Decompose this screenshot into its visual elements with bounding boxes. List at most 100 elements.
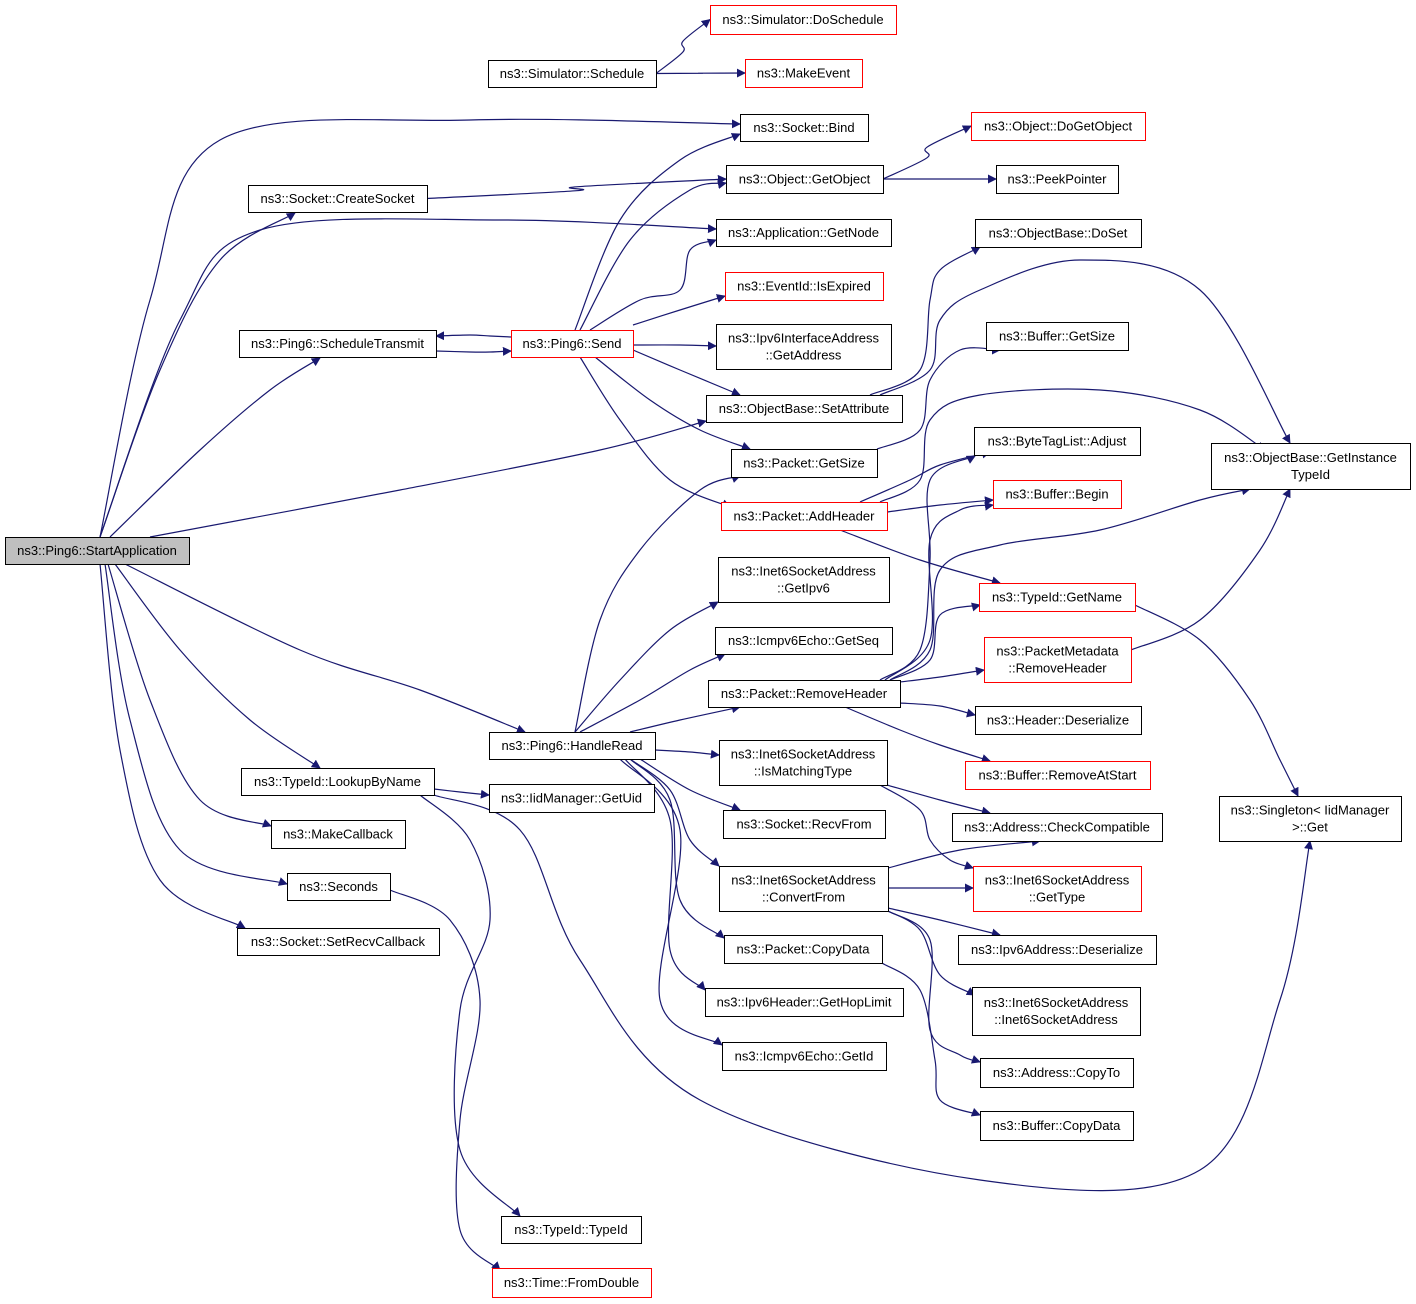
- node-inet6-gettype[interactable]: ns3::Inet6SocketAddress::GetType: [973, 866, 1142, 912]
- node-label: ns3::Ping6::HandleRead: [502, 738, 643, 753]
- node-icmpv6echo-getid[interactable]: ns3::Icmpv6Echo::GetId: [722, 1042, 887, 1071]
- node-box: [973, 866, 1142, 912]
- node-typeid-lookupbyname[interactable]: ns3::TypeId::LookupByName: [241, 768, 435, 796]
- edge-ping6-handleread-to-icmpv6echo-getseq: [579, 653, 726, 733]
- node-label: ns3::Socket::RecvFrom: [736, 817, 871, 832]
- node-label: ns3::Inet6SocketAddress: [731, 564, 876, 579]
- node-make-event[interactable]: ns3::MakeEvent: [745, 59, 863, 88]
- edge-typeid-lookupbyname-to-singleton-get: [433, 794, 1313, 1192]
- node-label: ns3::Ping6::StartApplication: [17, 543, 177, 558]
- node-label: ns3::Ping6::ScheduleTransmit: [251, 336, 424, 351]
- node-packetmetadata-removeheader[interactable]: ns3::PacketMetadata::RemoveHeader: [984, 637, 1132, 683]
- node-layer: ns3::Ping6::StartApplication ns3::Simulat…: [5, 5, 1411, 1298]
- node-label: ns3::Simulator::Schedule: [500, 66, 645, 81]
- node-box: [725, 272, 884, 301]
- node-box: [287, 873, 391, 901]
- edge-ping6-scheduletransmit-to-ping6-send: [435, 346, 512, 356]
- edge-ping6-handleread-to-ipv6header-gethoplimit: [624, 758, 706, 991]
- node-label: ns3::Packet::AddHeader: [734, 509, 876, 524]
- node-box: [489, 732, 656, 760]
- node-ipv6header-gethoplimit[interactable]: ns3::Ipv6Header::GetHopLimit: [705, 988, 904, 1017]
- node-ping6-send[interactable]: ns3::Ping6::Send: [511, 330, 634, 358]
- node-box: [492, 1268, 652, 1298]
- node-peek-pointer[interactable]: ns3::PeekPointer: [996, 165, 1119, 194]
- node-label: ns3::Singleton< IidManager: [1231, 803, 1390, 818]
- node-time-fromdouble[interactable]: ns3::Time::FromDouble: [492, 1268, 652, 1298]
- node-label: ns3::Inet6SocketAddress: [984, 995, 1129, 1010]
- node-address-copyto[interactable]: ns3::Address::CopyTo: [980, 1058, 1134, 1088]
- node-sim-doschedule[interactable]: ns3::Simulator::DoSchedule: [710, 5, 897, 35]
- node-seconds[interactable]: ns3::Seconds: [287, 873, 391, 901]
- node-socket-recvfrom[interactable]: ns3::Socket::RecvFrom: [723, 810, 886, 839]
- node-label: ns3::Packet::RemoveHeader: [721, 686, 888, 701]
- node-label: ::Inet6SocketAddress: [994, 1012, 1118, 1027]
- node-object-dogetobject[interactable]: ns3::Object::DoGetObject: [971, 112, 1146, 141]
- node-label: ::GetAddress: [766, 348, 842, 363]
- edge-packet-removeheader-to-buffer-removeatstart: [844, 706, 991, 763]
- node-inet6-convertfrom[interactable]: ns3::Inet6SocketAddress::ConvertFrom: [719, 866, 889, 912]
- node-object-getobject[interactable]: ns3::Object::GetObject: [726, 165, 884, 194]
- node-socket-setrecvcallback[interactable]: ns3::Socket::SetRecvCallback: [237, 928, 440, 956]
- node-inet6-getipv6[interactable]: ns3::Inet6SocketAddress::GetIpv6: [718, 557, 890, 603]
- node-label: >::Get: [1292, 820, 1328, 835]
- node-bytetaglist-adjust[interactable]: ns3::ByteTagList::Adjust: [974, 427, 1141, 456]
- node-typeid-typeid[interactable]: ns3::TypeId::TypeId: [501, 1216, 642, 1244]
- node-icmpv6echo-getseq[interactable]: ns3::Icmpv6Echo::GetSeq: [715, 627, 893, 655]
- node-address-checkcompatible[interactable]: ns3::Address::CheckCompatible: [952, 813, 1163, 842]
- node-label: ns3::TypeId::LookupByName: [254, 774, 421, 789]
- node-socket-bind[interactable]: ns3::Socket::Bind: [740, 114, 869, 142]
- node-eventid-isexpired[interactable]: ns3::EventId::IsExpired: [725, 272, 884, 301]
- node-box: [5, 537, 190, 565]
- edge-objectbase-setattribute-to-objectbase-doset: [869, 246, 981, 396]
- node-packet-getsize[interactable]: ns3::Packet::GetSize: [731, 449, 878, 478]
- node-label: ns3::TypeId::TypeId: [514, 1222, 627, 1237]
- node-ipv6ifaddr-getaddress[interactable]: ns3::Ipv6InterfaceAddress::GetAddress: [716, 324, 892, 370]
- node-label: ns3::Address::CopyTo: [993, 1065, 1120, 1080]
- edge-layer: [99, 18, 1313, 1271]
- node-label: ns3::Time::FromDouble: [504, 1275, 639, 1290]
- node-header-deserialize[interactable]: ns3::Header::Deserialize: [975, 706, 1142, 735]
- node-buffer-removeatstart[interactable]: ns3::Buffer::RemoveAtStart: [965, 761, 1151, 790]
- node-make-callback[interactable]: ns3::MakeCallback: [271, 820, 406, 849]
- node-packet-removeheader[interactable]: ns3::Packet::RemoveHeader: [708, 680, 901, 708]
- node-start-application[interactable]: ns3::Ping6::StartApplication: [5, 537, 190, 565]
- edge-inet6-convertfrom-to-address-checkcompatible: [887, 837, 1041, 869]
- node-app-getnode[interactable]: ns3::Application::GetNode: [716, 219, 892, 247]
- edge-ping6-handleread-to-inet6-convertfrom: [629, 758, 720, 867]
- node-buffer-getsize[interactable]: ns3::Buffer::GetSize: [986, 322, 1129, 351]
- node-buffer-begin[interactable]: ns3::Buffer::Begin: [993, 480, 1122, 509]
- edge-packet-removeheader-to-objectbase-getinstancetypeid: [889, 486, 1251, 681]
- node-singleton-get[interactable]: ns3::Singleton< IidManager>::Get: [1219, 796, 1402, 842]
- node-iidmanager-getuid[interactable]: ns3::IidManager::GetUid: [489, 784, 655, 813]
- node-label: ns3::Inet6SocketAddress: [731, 873, 876, 888]
- node-label: ns3::Packet::CopyData: [737, 942, 871, 957]
- edge-typeid-lookupbyname-to-typeid-typeid: [419, 794, 521, 1217]
- node-packet-addheader[interactable]: ns3::Packet::AddHeader: [721, 502, 888, 531]
- node-label: ns3::Socket::CreateSocket: [261, 191, 415, 206]
- node-buffer-copydata[interactable]: ns3::Buffer::CopyData: [980, 1111, 1134, 1141]
- node-ipv6address-deserialize[interactable]: ns3::Ipv6Address::Deserialize: [958, 935, 1157, 965]
- node-box: [993, 480, 1122, 509]
- node-sim-schedule[interactable]: ns3::Simulator::Schedule: [488, 60, 657, 88]
- node-box: [975, 219, 1142, 248]
- node-inet6-ctor[interactable]: ns3::Inet6SocketAddress::Inet6SocketAddr…: [972, 987, 1141, 1036]
- node-socket-createsocket[interactable]: ns3::Socket::CreateSocket: [248, 185, 428, 213]
- node-label: ns3::Socket::Bind: [753, 120, 854, 135]
- edge-packet-addheader-to-objectbase-getinstancetypeid: [879, 388, 1266, 503]
- edge-typeid-lookupbyname-to-iidmanager-getuid: [433, 788, 490, 799]
- node-label: ::ConvertFrom: [762, 890, 845, 905]
- node-objectbase-setattribute[interactable]: ns3::ObjectBase::SetAttribute: [706, 395, 903, 423]
- node-label: ns3::Application::GetNode: [728, 225, 879, 240]
- node-packet-copydata[interactable]: ns3::Packet::CopyData: [724, 935, 883, 964]
- node-typeid-getname[interactable]: ns3::TypeId::GetName: [979, 583, 1136, 612]
- node-ping6-handleread[interactable]: ns3::Ping6::HandleRead: [489, 732, 656, 760]
- node-box: [271, 820, 406, 849]
- node-label: ns3::ObjectBase::DoSet: [989, 226, 1128, 241]
- node-objectbase-doset[interactable]: ns3::ObjectBase::DoSet: [975, 219, 1142, 248]
- edge-ping6-handleread-to-packet-getsize: [574, 474, 741, 733]
- edge-ping6-send-to-objectbase-setattribute: [632, 349, 741, 397]
- node-inet6-ismatchingtype[interactable]: ns3::Inet6SocketAddress::IsMatchingType: [719, 740, 888, 786]
- node-ping6-scheduletransmit[interactable]: ns3::Ping6::ScheduleTransmit: [239, 330, 437, 358]
